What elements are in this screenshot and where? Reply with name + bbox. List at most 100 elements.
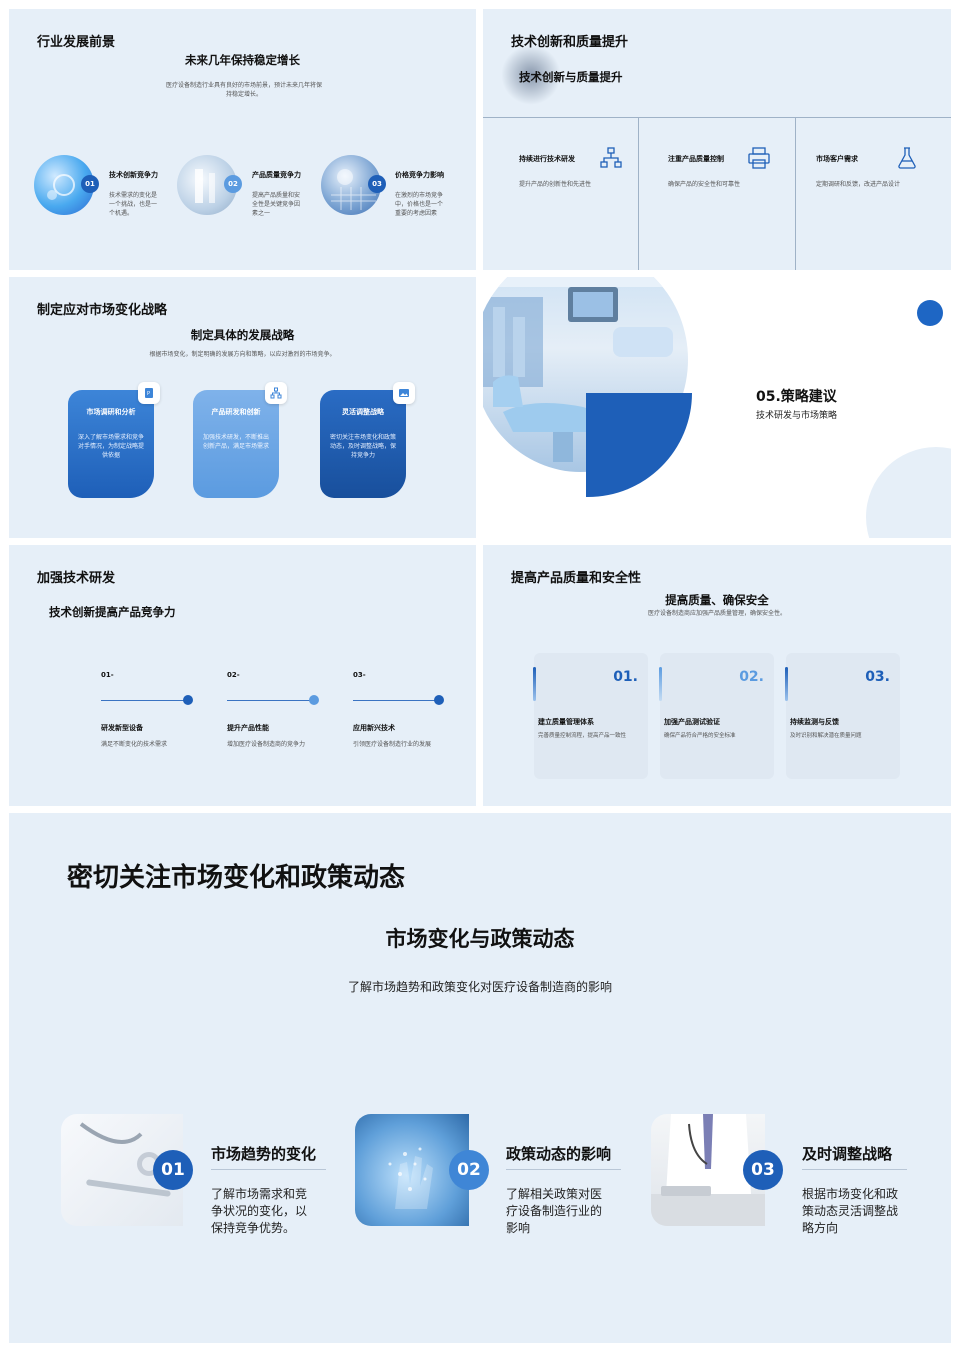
step-text: 引领医疗设备制造行业的发展 [353,741,432,748]
item-underline [802,1169,907,1170]
card-title: 建立质量管理体系 [538,718,594,726]
slide-title: 行业发展前景 [37,35,116,50]
item-text: 了解相关政策对医疗设备制造行业的影响 [506,1187,603,1235]
slide-strategy: 制定应对市场变化战略 制定具体的发展战略 根据市场变化，制定明确的发展方向和策略… [9,277,476,538]
printer-icon [747,146,771,174]
column-divider [638,117,639,270]
card-title: 产品研发和创新 [211,408,261,416]
card-number: 03. [865,669,890,685]
step-title: 应用新兴技术 [353,724,395,732]
card-text: 确保产品符合严格的安全标准 [664,733,736,739]
slide-title: 加强技术研发 [37,571,116,586]
slide-industry-outlook: 行业发展前景 未来几年保持稳定增长 医疗设备制造行业具有良好的市场前景，预计未来… [9,9,476,270]
card-accent-bar [533,667,536,701]
card-text: 密切关注市场变化和政策动态，及时调整战略，保持竞争力 [329,434,396,459]
item-underline [211,1169,326,1170]
slide-title: 制定应对市场变化战略 [37,303,168,318]
step-title: 研发新型设备 [101,724,143,732]
card-title: 加强产品测试验证 [664,718,720,726]
slide-rd: 加强技术研发 技术创新提高产品竞争力 01- 研发新型设备 满足不断变化的技术需… [9,545,476,806]
step-text: 增加医疗设备制造商的竞争力 [227,741,306,748]
slide-description: 医疗设备制造行业具有良好的市场前景，预计未来几年将保持稳定增长。 [165,82,322,98]
step-line [353,700,441,701]
step-dot [309,695,319,705]
item-number-badge: 03 [743,1150,783,1190]
card-text: 完善质量控制流程，提高产品一致性 [538,733,627,739]
item-number-badge: 02 [224,175,242,193]
slide-description: 了解市场趋势和政策变化对医疗设备制造商的影响 [347,980,612,994]
quality-card: 01. 建立质量管理体系 完善质量控制流程，提高产品一致性 [533,653,648,779]
card-title: 灵活调整战略 [342,408,384,416]
item-title: 政策动态的影响 [506,1145,612,1163]
slide-title: 提高产品质量和安全性 [511,571,642,586]
step-line [227,700,315,701]
item-title: 及时调整战略 [802,1145,893,1163]
item-title: 技术创新竞争力 [109,171,158,179]
item-title: 价格竞争力影响 [395,171,444,179]
item-number-badge: 02 [449,1150,489,1190]
slide-subtitle: 提高质量、确保安全 [665,593,769,607]
flask-icon [895,146,919,174]
strategy-card: 灵活调整战略 密切关注市场变化和政策动态，及时调整战略，保持竞争力 [320,390,406,498]
item-title: 市场趋势的变化 [211,1145,317,1163]
item-text: 确保产品的安全性和可靠性 [668,181,741,188]
divider [483,117,951,118]
section-subtitle: 技术研发与市场策略 [756,411,838,421]
item-number-badge: 03 [368,175,386,193]
step-text: 满足不断变化的技术需求 [101,741,168,748]
slide-market-policy: 密切关注市场变化和政策动态 市场变化与政策动态 了解市场趋势和政策变化对医疗设备… [9,813,951,1343]
item-underline [506,1169,621,1170]
item-text: 定期调研和反馈，改进产品设计 [816,181,901,188]
svg-text:P: P [147,391,150,397]
card-text: 及时识别和解决潜在质量问题 [790,733,862,739]
slide-subtitle: 未来几年保持稳定增长 [185,53,300,67]
card-title: 市场调研和分析 [86,408,136,416]
item-title: 持续进行技术研发 [519,155,575,163]
card-accent-bar [785,667,788,701]
card-accent-bar [659,667,662,701]
document-icon: P [138,382,160,404]
section-title: 05.策略建议 [756,389,837,405]
column-divider [795,117,796,270]
item-text: 了解市场需求和竞争状况的变化，以保持竞争优势。 [211,1187,308,1235]
step-number: 01- [101,671,114,679]
quality-card: 02. 加强产品测试验证 确保产品符合严格的安全标准 [659,653,774,779]
card-text: 深入了解市场需求和竞争对手情况，为制定战略提供依据 [77,434,144,459]
item-text: 在激烈的市场竞争中，价格也是一个重要的考虑因素 [395,192,444,217]
slide-subtitle: 制定具体的发展战略 [190,328,295,342]
item-title: 市场客户需求 [816,155,858,163]
network-icon [265,382,287,404]
decor-circle-light [866,447,951,538]
decor-dot [917,300,943,326]
slide-title: 密切关注市场变化和政策动态 [67,863,406,893]
item-text: 根据市场变化和政策动态灵活调整战略方向 [802,1187,899,1235]
item-text: 提升产品的创新性和先进性 [519,181,592,188]
card-number: 01. [613,669,638,685]
slide-subtitle: 技术创新提高产品竞争力 [49,605,176,619]
decor-quarter-circle [586,393,692,497]
slide-subtitle: 市场变化与政策动态 [385,927,575,951]
item-title: 产品质量竞争力 [252,171,301,179]
org-chart-icon [599,146,623,174]
slide-description: 医疗设备制造商应加强产品质量管理，确保安全性。 [647,610,786,617]
step-title: 提升产品性能 [227,724,269,732]
slide-section-cover: 05.策略建议 技术研发与市场策略 [483,277,951,538]
step-dot [434,695,444,705]
step-dot [183,695,193,705]
slide-title: 技术创新和质量提升 [511,35,629,50]
step-number: 03- [353,671,366,679]
item-number-badge: 01 [81,175,99,193]
slide-description: 根据市场变化，制定明确的发展方向和策略，以应对激烈的市场竞争。 [149,351,336,358]
decor-blur [501,45,561,105]
strategy-card: 市场调研和分析 深入了解市场需求和竞争对手情况，为制定战略提供依据 [68,390,154,498]
card-title: 持续监测与反馈 [790,718,839,726]
card-text: 加强技术研发，不断推出创新产品，满足市场需求 [202,434,269,450]
step-number: 02- [227,671,240,679]
slide-tech-quality: 技术创新和质量提升 技术创新与质量提升 持续进行技术研发 提升产品的创新性和先进… [483,9,951,270]
item-title: 注重产品质量控制 [668,155,724,163]
doctor-image [651,1114,765,1226]
item-number-badge: 01 [153,1150,193,1190]
item-text: 技术需求的变化是一个挑战，也是一个机遇。 [109,192,158,217]
image-icon [393,382,415,404]
step-line [101,700,189,701]
